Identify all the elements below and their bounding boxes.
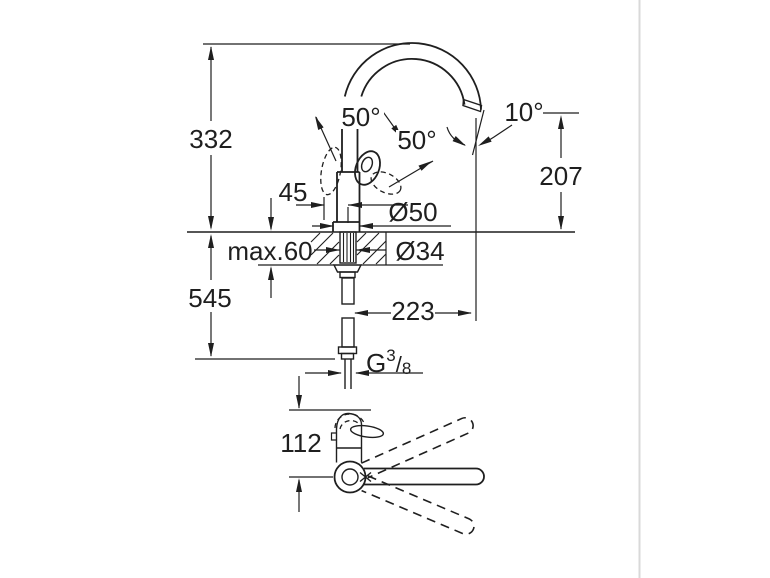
dim-112: 112	[280, 376, 371, 512]
countertop-section	[187, 231, 575, 266]
dim-diameter50: Ø50	[312, 197, 451, 229]
outlet-angle-line	[471, 109, 485, 156]
thread-slash: /	[396, 352, 403, 377]
dim-223: 223	[354, 118, 477, 326]
dim-max60: max.60	[227, 198, 313, 298]
plan-spout-swivel-up-dashed	[361, 417, 474, 479]
hose-fitting	[337, 346, 358, 355]
faucet-plan-view	[330, 412, 485, 535]
spout-outlet-band	[462, 98, 483, 113]
dim-diameter50-label: Ø50	[388, 197, 437, 227]
plan-spout-bar	[364, 467, 485, 486]
dim-207-label: 207	[539, 161, 582, 191]
angle-50-handle-back: 50°	[315, 102, 410, 162]
handle-position-front-dashed	[370, 171, 402, 195]
dim-45: 45	[279, 177, 408, 223]
dim-207: 207	[539, 112, 583, 230]
faucet-body	[332, 171, 361, 232]
handle-position-back-dashed	[320, 146, 342, 196]
thread-g38-label: G3/8	[366, 346, 411, 378]
angle-10-label: 10°	[504, 97, 543, 127]
deck-hatching	[310, 232, 387, 265]
base-flange	[332, 221, 361, 232]
dim-545: 545	[188, 234, 335, 360]
angle-50-handle-front: 50°	[388, 125, 440, 188]
plan-body	[333, 447, 372, 494]
angle-50-front-label: 50°	[397, 125, 436, 155]
supply-hose	[337, 277, 358, 389]
plan-spout-swivel-down-dashed	[361, 475, 475, 535]
pivot-cross-mark	[359, 471, 372, 483]
plan-handle	[330, 412, 385, 448]
plan-handle-paddle	[349, 424, 385, 439]
thread-numerator: 3	[386, 346, 395, 365]
dim-332: 332	[189, 43, 410, 230]
dim-diameter34-label: Ø34	[395, 236, 444, 266]
threaded-shank	[339, 231, 357, 264]
dim-545-label: 545	[188, 283, 231, 313]
angle-10-outlet: 10°	[446, 97, 544, 156]
spout-arc	[343, 42, 483, 113]
dim-223-label: 223	[391, 296, 434, 326]
angle-50-back-label: 50°	[341, 102, 380, 132]
dim-332-label: 332	[189, 124, 232, 154]
dim-diameter34: Ø34	[314, 236, 445, 266]
dim-112-label: 112	[280, 428, 321, 458]
dim-45-label: 45	[279, 177, 308, 207]
dim-thread-g38: G3/8	[305, 346, 423, 378]
mounting-nut	[332, 264, 363, 279]
connection-tailpipe	[344, 359, 352, 389]
thread-denominator: 8	[402, 359, 411, 378]
riser-pipe	[341, 128, 359, 172]
handle-loop	[354, 150, 381, 186]
thread-letter: G	[366, 348, 386, 378]
dim-max60-label: max.60	[227, 236, 312, 266]
